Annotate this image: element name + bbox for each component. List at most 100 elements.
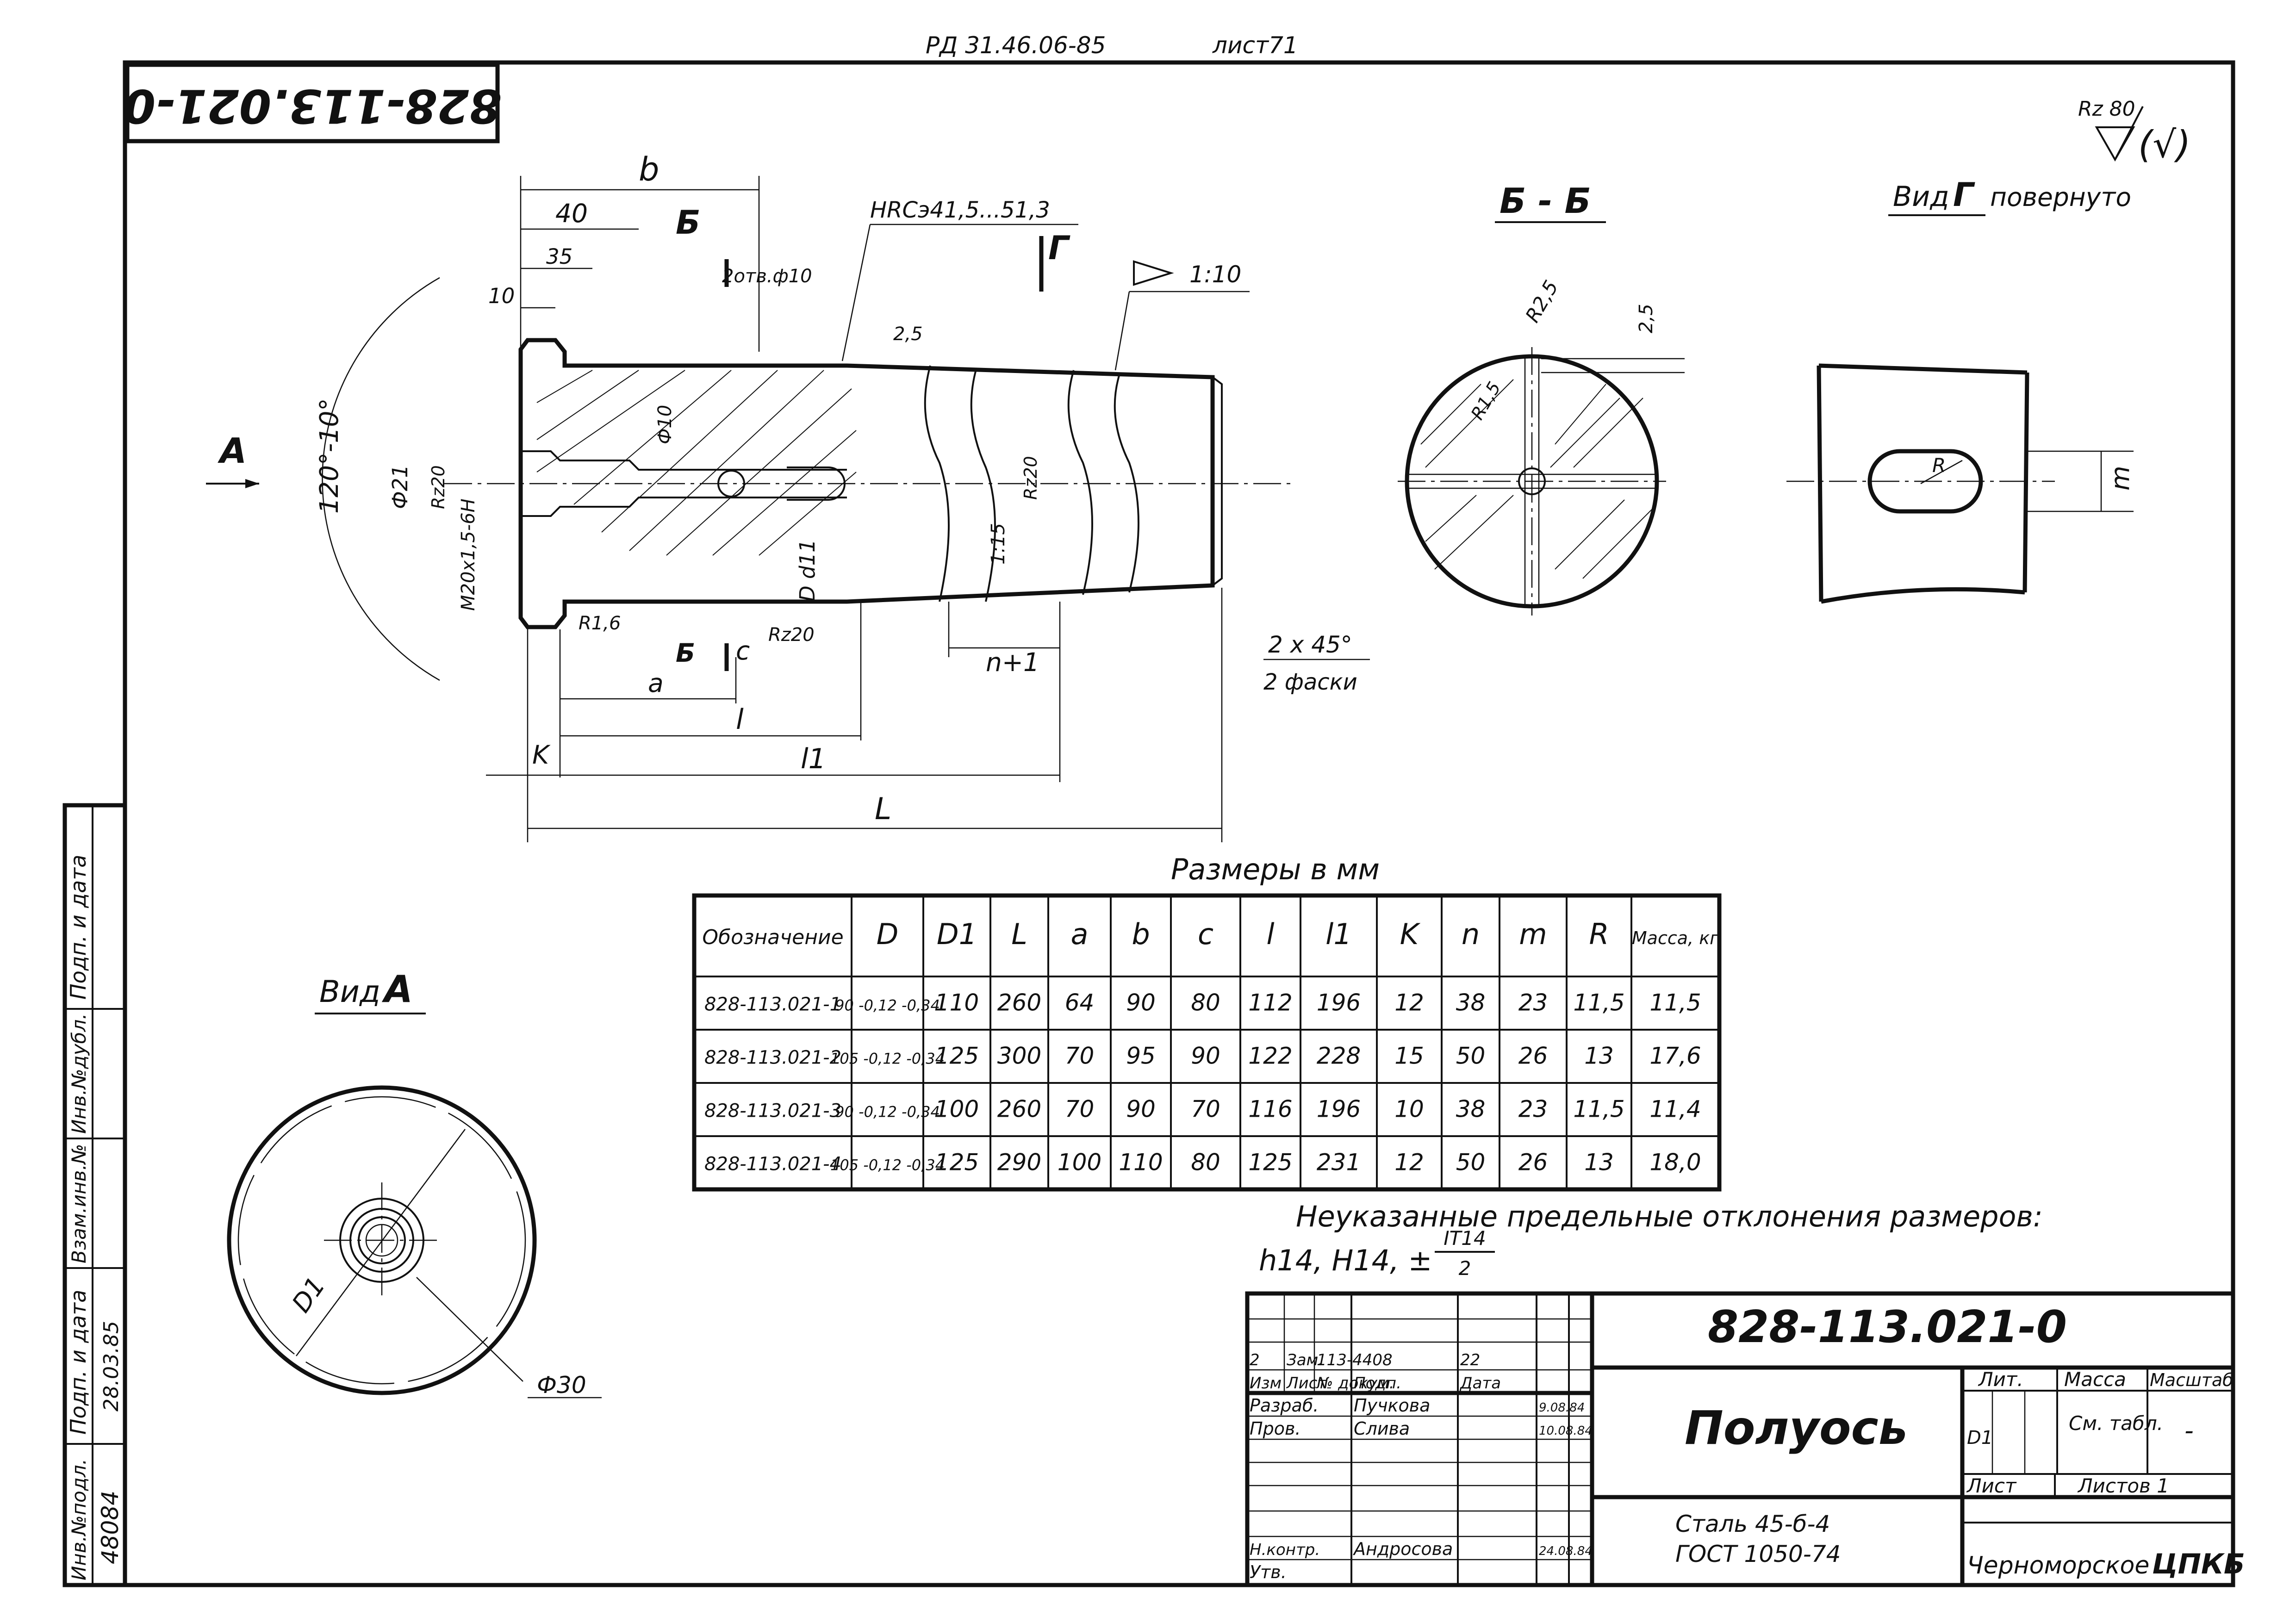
- tb-razrab-date: 9.08.84: [1539, 1401, 1585, 1415]
- table-cell: 100: [1058, 1149, 1101, 1176]
- hardness-note: HRCэ41,5...51,3: [870, 197, 1050, 223]
- view-m-label: m: [2105, 466, 2135, 491]
- stamp-podp-data-value: 28.03.85: [100, 1321, 123, 1412]
- table-cell: 11,5: [1573, 989, 1624, 1016]
- table-cell: 11,4: [1649, 1096, 1701, 1123]
- table-cell: 70: [1191, 1096, 1220, 1123]
- table-cell: 231: [1317, 1149, 1361, 1176]
- tb-material-2: ГОСТ 1050-74: [1675, 1541, 1841, 1567]
- roughness-paren: (√): [2138, 123, 2190, 166]
- stamp-inv-dubl: Инв.№дубл.: [68, 1013, 90, 1134]
- view-a-d1: D1: [286, 1271, 331, 1318]
- r25-note: R2,5: [1521, 276, 1562, 326]
- table-cell: 15: [1394, 1043, 1424, 1070]
- tb-rev-cell: 2: [1250, 1351, 1260, 1369]
- d-d11: D d11: [795, 539, 820, 602]
- view-a: [227, 1085, 537, 1395]
- tb-col-header: Изм: [1250, 1374, 1282, 1393]
- table-cell: 26: [1518, 1043, 1548, 1070]
- cross-hole: [717, 470, 745, 497]
- shaft-bore: [521, 450, 847, 517]
- view-a-letter: А: [381, 968, 413, 1011]
- table-cell: 50: [1456, 1043, 1486, 1070]
- rz20-a: Rz20: [428, 465, 448, 509]
- tb-col-header: Дата: [1459, 1374, 1501, 1393]
- tb-designation: 828-113.021-0: [1708, 1302, 2067, 1353]
- note-line1: Неуказанные предельные отклонения размер…: [1296, 1200, 2043, 1233]
- table-header-cell: D1: [937, 917, 977, 951]
- cut-letter-bottom: Б: [676, 638, 695, 668]
- break-line-3: [1067, 370, 1093, 595]
- table-header-cell: D: [877, 917, 899, 951]
- tb-name: Полуось: [1685, 1401, 1908, 1455]
- table-cell: 18,0: [1649, 1149, 1701, 1176]
- sheet-frame: [123, 60, 2235, 1587]
- table-header-cell: c: [1198, 917, 1213, 951]
- bore-end: [787, 466, 846, 501]
- table-cell: 196: [1317, 989, 1361, 1016]
- tb-prov-name: Слива: [1354, 1418, 1410, 1439]
- break-line-4: [1114, 372, 1139, 593]
- tb-nkontr-label: Н.контр.: [1250, 1541, 1320, 1559]
- dim-b: b: [639, 150, 659, 188]
- table-cell: 12: [1394, 1149, 1424, 1176]
- table-header-cell: L: [1011, 917, 1027, 951]
- table-cell: 100: [935, 1096, 979, 1123]
- tb-utv-label: Утв.: [1250, 1562, 1287, 1582]
- taper-note: 1:10: [1189, 261, 1241, 288]
- table-cell: 828-113.021-4: [704, 1154, 841, 1175]
- table-header-cell: m: [1519, 917, 1547, 951]
- view-g: [1786, 363, 2134, 604]
- holes-note: 2отв.ф10: [722, 266, 812, 287]
- tb-sheet-label: Лист: [1966, 1474, 2017, 1497]
- phi30-label: Ф30: [537, 1372, 586, 1399]
- stamp-podp-data-top: Подп. и дата: [66, 855, 91, 1000]
- phi-10: Ф10: [654, 405, 676, 444]
- side-stamps: [62, 803, 127, 1587]
- table-cell: 260: [997, 989, 1041, 1016]
- thread-note: M20x1,5-6H: [458, 498, 479, 611]
- stamp-inv-podl: Инв.№подл.: [68, 1459, 90, 1580]
- dim-k: K: [532, 740, 551, 770]
- view-g-title: Вид: [1893, 180, 1949, 213]
- table-cell: 125: [935, 1043, 979, 1070]
- tb-sheets-label: Листов 1: [2077, 1474, 2169, 1497]
- tb-scale-value: -: [2184, 1416, 2194, 1445]
- table-cell: 38: [1456, 1096, 1486, 1123]
- view-a-title: Вид: [319, 975, 380, 1009]
- tb-col-header: № докум.: [1316, 1374, 1394, 1393]
- tb-razrab-label: Разраб.: [1250, 1395, 1319, 1416]
- dim-L: L: [875, 792, 891, 827]
- table-header-cell: R: [1589, 917, 1609, 951]
- rz20-b: Rz20: [768, 624, 815, 646]
- table-cell: 10: [1394, 1096, 1424, 1123]
- table-cell: 228: [1317, 1043, 1361, 1070]
- table-header-cell: Масса, кг: [1632, 928, 1719, 948]
- break-line-2: [970, 367, 996, 602]
- tb-material-1: Сталь 45-б-4: [1675, 1511, 1830, 1537]
- table-cell: 50: [1456, 1149, 1486, 1176]
- stamp-podp-data: Подп. и дата: [66, 1290, 91, 1435]
- table-cell: 112: [1248, 989, 1292, 1016]
- dim-35: 35: [546, 244, 572, 269]
- r16-note: R1,6: [579, 613, 621, 634]
- tb-prov-label: Пров.: [1250, 1418, 1300, 1439]
- table-cell: 80: [1191, 989, 1220, 1016]
- tb-lit-value: D1: [1967, 1427, 1993, 1449]
- tb-scale-label: Масштаб: [2150, 1370, 2234, 1390]
- angle-arc: [322, 277, 440, 681]
- view-g-letter: Г: [1953, 176, 1975, 214]
- section-hatch: [536, 370, 857, 556]
- table-cell: 196: [1317, 1096, 1361, 1123]
- dia-21: Ф21: [388, 465, 412, 509]
- shaft-outline: [518, 338, 1215, 629]
- table-cell: 90 -0,12 -0,34: [835, 997, 940, 1014]
- table-header-cell: Обозначение: [702, 926, 843, 949]
- table-cell: 23: [1518, 989, 1548, 1016]
- table-cell: 90: [1126, 989, 1156, 1016]
- doc-ref: РД 31.46.06-85: [926, 32, 1106, 59]
- tb-nkontr-date: 24.08.84: [1539, 1544, 1593, 1558]
- tb-org-bold: ЦПКБ: [2152, 1548, 2245, 1580]
- slot-outline: [1867, 449, 1983, 514]
